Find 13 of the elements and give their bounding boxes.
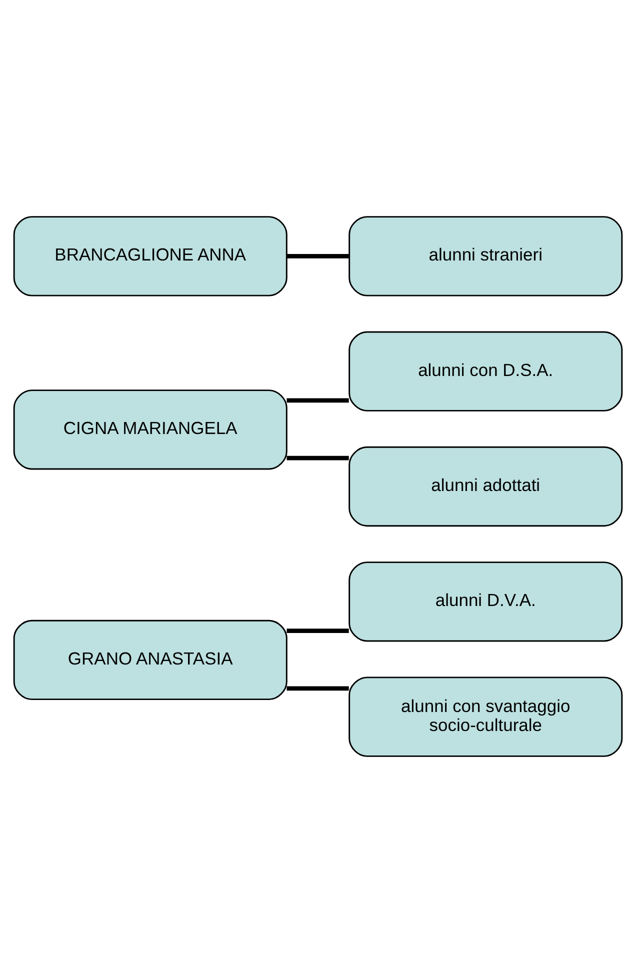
node-box: GRANO ANASTASIA — [13, 619, 288, 700]
node-box: alunni stranieri — [348, 216, 623, 296]
node-box: alunni adottati — [348, 446, 623, 526]
connector — [286, 686, 349, 690]
connector — [286, 455, 349, 460]
connector — [286, 628, 349, 632]
node-box: alunni D.V.A. — [348, 561, 623, 642]
node-box: CIGNA MARIANGELA — [13, 389, 288, 470]
node-box: alunni con D.S.A. — [348, 330, 623, 411]
connector — [286, 254, 349, 258]
node-box: alunni con svantaggio socio-culturale — [348, 676, 623, 756]
connector — [286, 398, 349, 402]
node-box: BRANCAGLIONE ANNA — [13, 216, 288, 296]
